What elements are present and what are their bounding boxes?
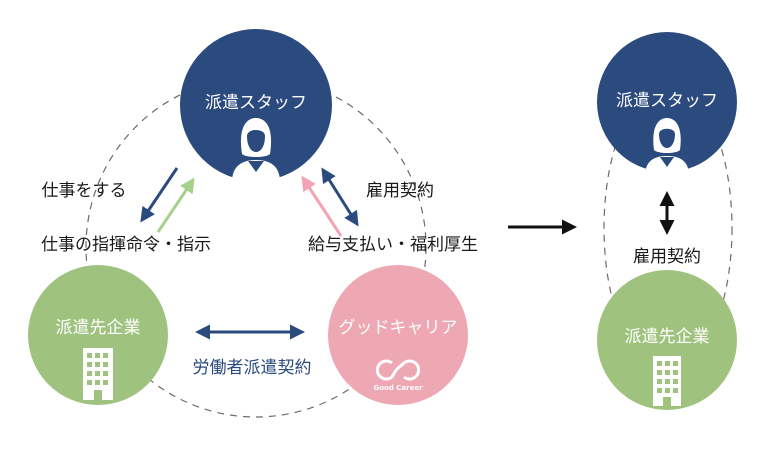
left-client-label: 派遣先企業 bbox=[56, 318, 141, 338]
left-staff-node: 派遣スタッフ bbox=[180, 29, 332, 182]
edge-label-dispatch-contract: 労働者派遣契約 bbox=[193, 358, 312, 378]
left-agency-node: グッドキャリア Good Career bbox=[328, 265, 468, 405]
person-icon bbox=[645, 118, 689, 176]
left-agency-label: グッドキャリア bbox=[339, 318, 458, 338]
arrow-staff-to-client bbox=[140, 167, 179, 223]
arrow-agency-to-staff-salary bbox=[301, 175, 343, 237]
logo-text: Good Career bbox=[373, 384, 423, 392]
left-staff-label: 派遣スタッフ bbox=[205, 93, 307, 113]
right-staff-label: 派遣スタッフ bbox=[616, 91, 718, 111]
edge-label-salary: 給与支払い・福利厚生 bbox=[308, 235, 478, 255]
person-icon bbox=[232, 118, 280, 182]
right-staff-node: 派遣スタッフ bbox=[597, 32, 737, 176]
building-icon bbox=[653, 356, 681, 406]
good-career-logo: Good Career bbox=[373, 359, 423, 392]
arrow-staff-agency-employment bbox=[321, 167, 359, 227]
left-client-node: 派遣先企業 bbox=[28, 265, 168, 405]
right-client-node: 派遣先企業 bbox=[597, 270, 737, 410]
right-client-label: 派遣先企業 bbox=[625, 327, 710, 347]
left-dashed-ring bbox=[85, 76, 427, 418]
edge-label-employment: 雇用契約 bbox=[366, 181, 434, 201]
edge-label-instruct: 仕事の指揮命令・指示 bbox=[41, 235, 211, 255]
building-icon bbox=[83, 348, 113, 400]
edge-label-work: 仕事をする bbox=[42, 181, 127, 201]
right-edge-label-employment: 雇用契約 bbox=[633, 247, 701, 267]
arrow-client-to-staff bbox=[156, 177, 195, 233]
